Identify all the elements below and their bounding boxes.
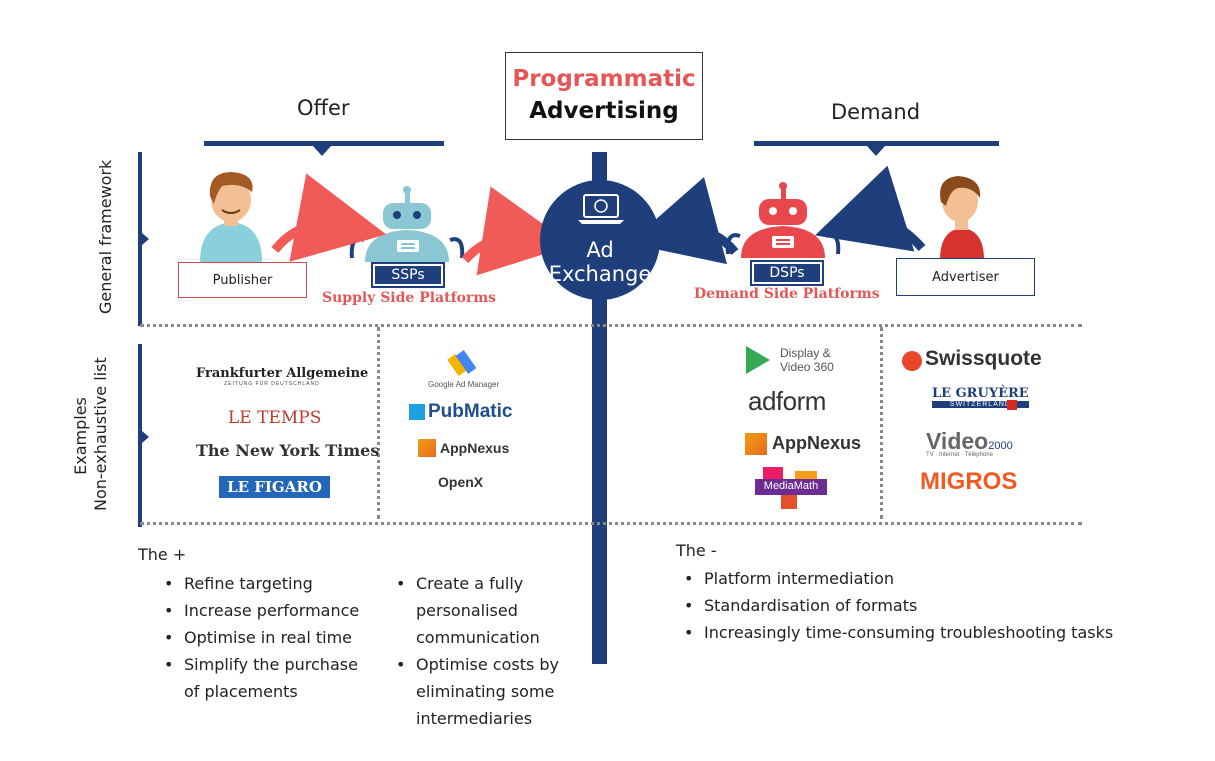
- ad-exchange-line1: Ad: [586, 238, 614, 262]
- logo-swissquote: Swissquote: [925, 347, 1042, 370]
- column-separator-right: [880, 327, 883, 519]
- publisher-to-ssp-arrow: [271, 173, 387, 262]
- row-separator-top: [140, 324, 1082, 327]
- title-box: Programmatic Advertising: [505, 52, 703, 140]
- row-label-examples: Examples Non-exhaustive list: [71, 357, 115, 511]
- framework-axis: [138, 152, 142, 326]
- logo-le-figaro: LE FIGARO: [219, 476, 330, 498]
- google-ad-manager-icon: [447, 349, 477, 377]
- advertiser-to-dsp-arrow: [815, 165, 926, 252]
- demand-bracket-pointer: [867, 146, 885, 156]
- demand-header: Demand: [831, 100, 921, 124]
- swissquote-icon: [902, 351, 922, 371]
- ad-exchange-line2: Exchange: [548, 262, 652, 286]
- demand-bracket: [754, 141, 999, 146]
- dsp-robot-icon: [725, 182, 841, 258]
- ad-exchange-label: Ad Exchange: [540, 238, 660, 286]
- logo-le-temps: LE TEMPS: [228, 408, 322, 428]
- row-label-examples-line1: Examples: [71, 397, 90, 475]
- publisher-person-icon: [200, 172, 262, 262]
- logo-video2000: Video2000 TV · Internet · Téléphone: [926, 428, 1013, 458]
- appnexus-icon-dsp: [745, 433, 767, 455]
- appnexus-icon-ssp: [418, 439, 436, 457]
- advertiser-person-icon: [940, 176, 984, 260]
- logo-le-gruyere: LE GRUYÈRE SWITZERLAND: [932, 386, 1029, 408]
- swiss-flag-icon: [1007, 400, 1017, 410]
- pros-item: Optimise in real time: [156, 624, 371, 651]
- laptop-euro-icon: [578, 194, 624, 224]
- pubmatic-square-icon: [409, 404, 425, 420]
- dsp-ribbon: DSPs: [752, 262, 822, 284]
- row-label-examples-line2: Non-exhaustive list: [91, 357, 110, 511]
- cons-item: Increasingly time-consuming troubleshoot…: [676, 619, 1156, 646]
- pros-item: Optimise costs by eliminating some inter…: [388, 651, 573, 732]
- dsp-to-exchange-arrow: [628, 177, 739, 265]
- cons-item: Platform intermediation: [676, 565, 1156, 592]
- logo-new-york-times: The New York Times: [196, 441, 380, 460]
- cons-label: The -: [676, 541, 717, 560]
- row-separator-bottom: [140, 522, 1082, 525]
- offer-bracket: [204, 141, 444, 146]
- advertiser-box: Advertiser: [896, 258, 1035, 296]
- framework-illustration: [200, 165, 984, 300]
- framework-axis-pointer: [142, 233, 149, 245]
- ssp-robot-icon: [349, 186, 465, 262]
- cons-item: Standardisation of formats: [676, 592, 1156, 619]
- dsp-caption: Demand Side Platforms: [694, 286, 880, 302]
- ssp-to-exchange-arrow: [461, 186, 573, 276]
- pros-item: Increase performance: [156, 597, 371, 624]
- pros-list-1: Refine targeting Increase performance Op…: [156, 570, 371, 705]
- logo-appnexus-dsp: AppNexus: [772, 433, 862, 453]
- examples-axis-pointer: [142, 431, 149, 443]
- pros-label: The +: [138, 545, 187, 564]
- offer-header: Offer: [297, 96, 350, 120]
- column-separator-left: [377, 327, 380, 519]
- logo-frankfurter-allgemeine: Frankfurter Allgemeine ZEITUNG FÜR DEUTS…: [196, 366, 369, 387]
- title-line-1: Programmatic: [512, 66, 696, 92]
- mediamath-logo-box: MediaMath: [755, 467, 827, 509]
- cons-list: Platform intermediation Standardisation …: [676, 565, 1156, 646]
- logo-display-video-360: Display & Video 360: [780, 346, 834, 374]
- offer-bracket-pointer: [313, 146, 331, 156]
- ad-exchange-circle: [540, 180, 660, 300]
- pros-item: Create a fully personalised communicatio…: [388, 570, 573, 651]
- examples-axis: [138, 344, 142, 527]
- pros-item: Refine targeting: [156, 570, 371, 597]
- ssp-ribbon: SSPs: [373, 264, 443, 286]
- logo-adform: adform: [748, 386, 826, 416]
- pros-list-2: Create a fully personalised communicatio…: [388, 570, 573, 732]
- logo-mediamath: MediaMath: [763, 480, 819, 492]
- logo-pubmatic: PubMatic: [428, 401, 513, 422]
- publisher-box: Publisher: [178, 262, 307, 298]
- logo-openx: OpenX: [438, 474, 484, 490]
- logo-google-ad-manager: Google Ad Manager: [428, 380, 500, 389]
- pros-item: Simplify the purchase of placements: [156, 651, 371, 705]
- logo-appnexus-ssp: AppNexus: [440, 440, 510, 456]
- title-line-2: Advertising: [529, 98, 679, 124]
- logo-migros: MIGROS: [920, 468, 1018, 495]
- ssp-caption: Supply Side Platforms: [322, 290, 497, 306]
- display-video-360-icon: [746, 346, 770, 374]
